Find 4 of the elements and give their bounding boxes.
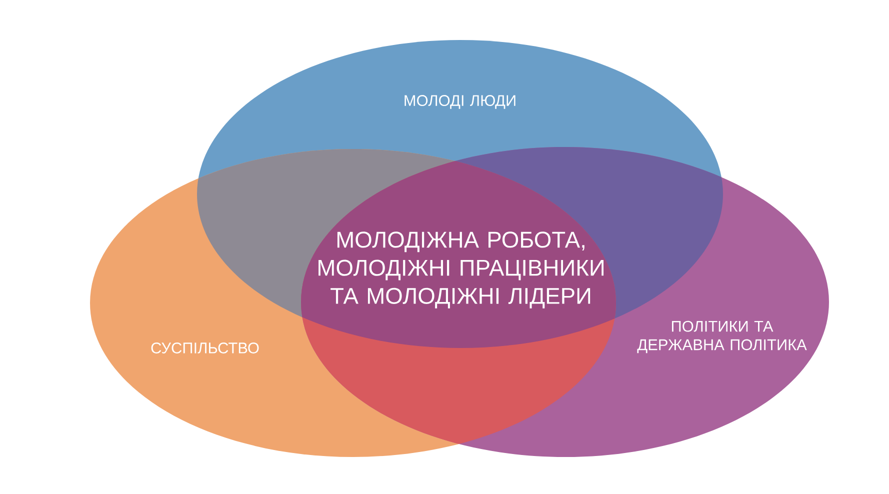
region-label: МОЛОДІ ЛЮДИ [404, 95, 516, 109]
region-label: СУСПІЛЬСТВО [151, 342, 259, 354]
region-label: ПОЛІТИКИ ТА ДЕРЖАВНА ПОЛІТИКА [637, 320, 807, 354]
center-label: МОЛОДІЖНА РОБОТА, МОЛОДІЖНІ ПРАЦІВНИКИ ТА МОЛОДІЖНІ ЛІДЕРИ [318, 232, 604, 308]
